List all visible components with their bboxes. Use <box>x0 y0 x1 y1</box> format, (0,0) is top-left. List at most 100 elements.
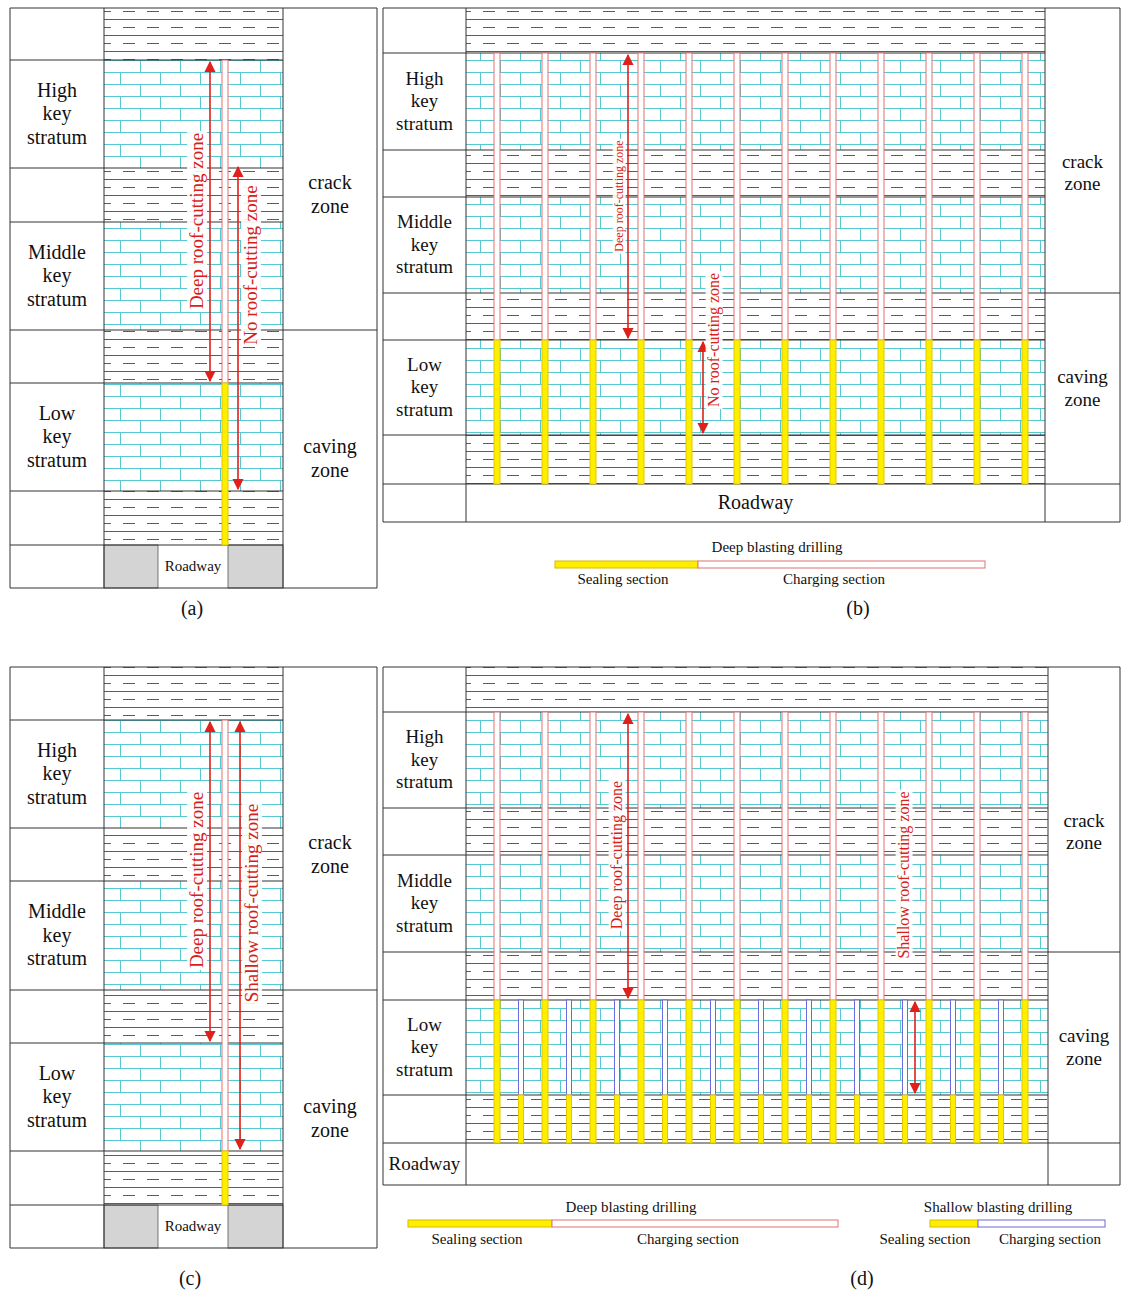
frame-line <box>383 8 1120 9</box>
caption-label: (b) <box>846 598 869 619</box>
zone-label: Deep roof-cutting zone <box>187 790 207 970</box>
zone-arrow <box>914 1002 916 1093</box>
zone-label-cell: caving zone <box>1045 293 1120 484</box>
legend-swatch <box>698 561 985 568</box>
zone-arrow <box>209 722 211 1041</box>
legend-swatch <box>555 561 698 568</box>
frame-line <box>10 1205 283 1206</box>
shallow-borehole-charge <box>855 1000 860 1095</box>
shallow-borehole-charge <box>759 1000 764 1095</box>
legend-swatch <box>930 1220 978 1227</box>
deep-borehole-charge <box>926 53 932 340</box>
roadway-cell: Roadway <box>383 1143 466 1185</box>
deep-borehole-charge <box>1022 712 1028 1000</box>
frame-line <box>1045 8 1046 522</box>
deep-borehole-charge <box>734 53 740 340</box>
frame-line <box>383 522 1120 523</box>
frame-line <box>1048 952 1120 953</box>
legend-text: Charging section <box>783 572 885 588</box>
shallow-borehole-charge <box>615 1000 620 1095</box>
shallow-borehole-seal <box>615 1095 620 1143</box>
deep-borehole-seal <box>926 340 932 484</box>
frame-line <box>1120 667 1121 1185</box>
frame-line <box>383 1185 1120 1186</box>
deep-borehole-seal <box>590 340 596 484</box>
mudstone-layer <box>104 1151 283 1205</box>
shallow-borehole-charge <box>951 1000 956 1095</box>
frame-line <box>10 545 283 546</box>
limestone-layer <box>466 197 1045 293</box>
shallow-borehole-charge <box>567 1000 572 1095</box>
caption-label: Shallow blasting drilling <box>924 1200 1072 1216</box>
deep-borehole-seal <box>222 383 228 545</box>
roadway-cell: Roadway <box>158 545 228 588</box>
shallow-borehole-seal <box>663 1095 668 1143</box>
coal-pillar <box>104 545 158 588</box>
deep-borehole-seal <box>878 340 884 484</box>
deep-borehole-charge <box>782 53 788 340</box>
frame-line <box>383 150 1045 151</box>
cell-text: High key stratum <box>396 68 453 135</box>
cell-text: Middle key stratum <box>396 870 453 937</box>
coal-pillar <box>228 545 283 588</box>
cell-text: Middle key stratum <box>396 211 453 278</box>
zone-label: Deep roof-cutting zone <box>613 138 626 253</box>
stratum-label-cell: Middle key stratum <box>383 197 466 293</box>
shallow-borehole-seal <box>999 1095 1004 1143</box>
cell-text: Roadway <box>165 1218 222 1236</box>
frame-line <box>1045 293 1120 294</box>
stratum-label-cell: High key stratum <box>10 720 104 828</box>
cell-text: Middle key stratum <box>27 900 87 971</box>
deep-borehole-seal <box>734 1000 740 1143</box>
zone-arrow <box>702 342 704 433</box>
mudstone-layer <box>104 8 283 60</box>
roadway-cell: Roadway <box>466 484 1045 522</box>
frame-line <box>383 808 1048 809</box>
shallow-borehole-seal <box>807 1095 812 1143</box>
deep-borehole-seal <box>1022 1000 1028 1143</box>
deep-borehole-charge <box>638 53 644 340</box>
limestone-layer <box>104 383 283 491</box>
frame-line <box>383 197 1045 198</box>
deep-borehole-charge <box>222 60 228 383</box>
deep-borehole-charge <box>974 53 980 340</box>
zone-label-cell: caving zone <box>283 990 377 1248</box>
stratum-label-cell: Low key stratum <box>10 383 104 491</box>
shallow-borehole-charge <box>711 1000 716 1095</box>
limestone-layer <box>466 712 1048 808</box>
cell-text: Roadway <box>165 558 222 576</box>
frame-line <box>383 855 1048 856</box>
deep-borehole-charge <box>638 712 644 1000</box>
cell-text: High key stratum <box>27 79 87 150</box>
stratum-label-cell: Middle key stratum <box>10 222 104 330</box>
deep-borehole-seal <box>926 1000 932 1143</box>
mudstone-layer <box>466 435 1045 484</box>
frame-line <box>10 168 283 169</box>
zone-label: Deep roof-cutting zone <box>609 779 626 931</box>
legend-text: Charging section <box>637 1232 739 1248</box>
frame-line <box>1045 484 1120 485</box>
shallow-borehole-seal <box>567 1095 572 1143</box>
deep-borehole-charge <box>1022 53 1028 340</box>
deep-borehole-charge <box>494 712 500 1000</box>
zone-label: Shallow roof-cutting zone <box>896 789 913 960</box>
mudstone-layer <box>466 808 1048 855</box>
frame-line <box>1048 667 1049 1185</box>
deep-borehole-charge <box>782 712 788 1000</box>
deep-borehole-seal <box>782 340 788 484</box>
deep-borehole-seal <box>494 1000 500 1143</box>
caption-label: Deep blasting drilling <box>566 1200 697 1216</box>
frame-line <box>104 667 105 1248</box>
deep-borehole-charge <box>830 53 836 340</box>
legend-text: Charging section <box>999 1232 1101 1248</box>
zone-label-cell: crack zone <box>283 720 377 990</box>
frame-line <box>283 667 284 1248</box>
frame-line <box>383 484 1045 485</box>
shallow-borehole-seal <box>855 1095 860 1143</box>
shallow-borehole-seal <box>759 1095 764 1143</box>
frame-line <box>383 712 1048 713</box>
limestone-layer <box>104 1043 283 1151</box>
cell-text: Middle key stratum <box>27 241 87 312</box>
caption-label: Deep blasting drilling <box>712 540 843 556</box>
deep-borehole-seal <box>878 1000 884 1143</box>
